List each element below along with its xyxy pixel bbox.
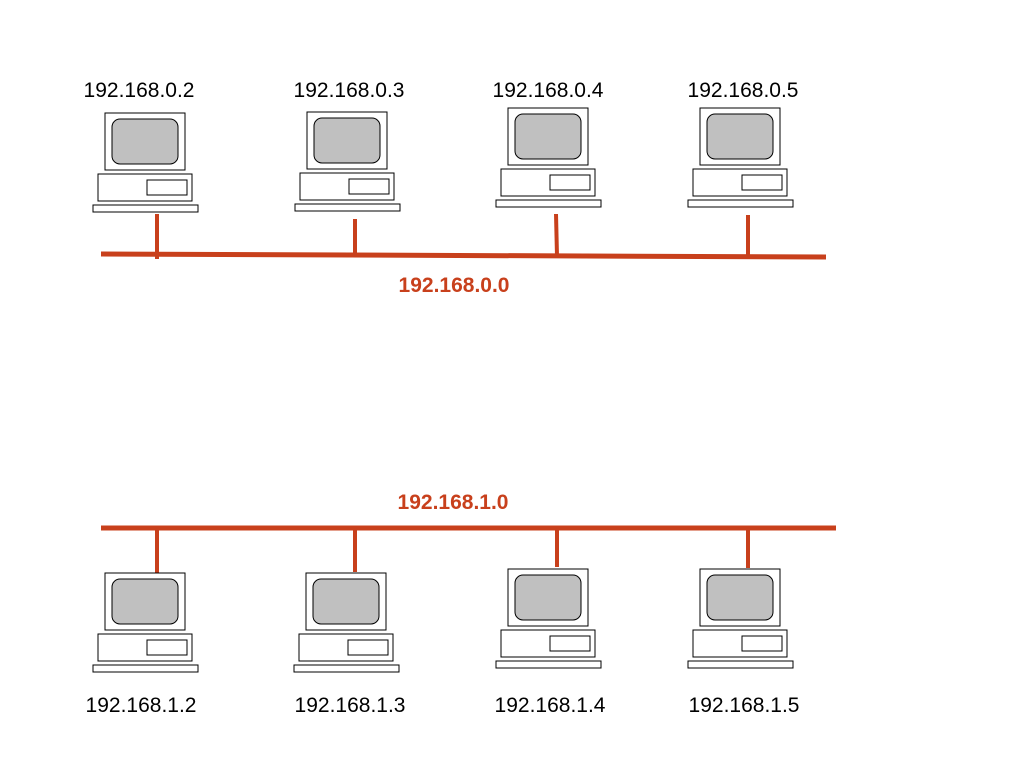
host-ip-label: 192.168.0.5 [688,79,799,102]
host-ip-label: 192.168.1.3 [295,694,406,717]
computer-icon [294,111,401,212]
host-node[interactable]: 192.168.1.4 [495,568,606,717]
host-node[interactable]: 192.168.0.5 [687,79,799,208]
host-ip-label: 192.168.1.5 [689,694,800,717]
host-node[interactable]: 192.168.0.3 [294,79,405,212]
network-address-label: 192.168.0.0 [399,274,510,297]
host-ip-label: 192.168.0.3 [294,79,405,102]
computer-icon [495,568,602,669]
computer-icon [495,107,602,208]
network-segment-top: 192.168.0.0 192.168.0.2 192.168.0.3 192.… [84,79,827,297]
host-node[interactable]: 192.168.0.2 [84,79,199,213]
host-node[interactable]: 192.168.1.2 [86,572,199,717]
host-node[interactable]: 192.168.1.5 [687,568,800,717]
network-address-label: 192.168.1.0 [398,491,509,514]
computer-icon [687,568,794,669]
computer-icon [92,112,199,213]
host-drop-line [554,213,559,257]
computer-icon [687,107,794,208]
host-ip-label: 192.168.0.4 [493,79,604,102]
host-node[interactable]: 192.168.1.3 [293,572,406,717]
network-bus-line [100,251,827,260]
host-ip-label: 192.168.1.2 [86,694,197,717]
host-ip-label: 192.168.1.4 [495,694,606,717]
computer-icon [293,572,400,673]
host-ip-label: 192.168.0.2 [84,79,195,102]
network-segment-bottom: 192.168.1.0 192.168.1.2 192.168.1.3 192.… [86,491,836,717]
host-node[interactable]: 192.168.0.4 [493,79,604,208]
computer-icon [92,572,199,673]
